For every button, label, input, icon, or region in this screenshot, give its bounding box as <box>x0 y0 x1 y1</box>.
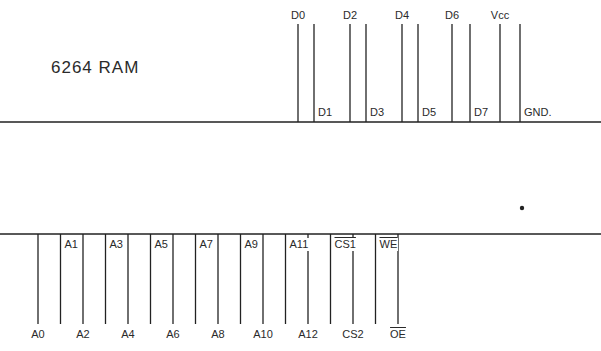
pin-name: D5 <box>421 106 437 119</box>
pin-name: A5 <box>154 238 169 251</box>
pin-name: A7 <box>199 238 214 251</box>
pin-line <box>285 234 286 324</box>
pin-line <box>240 234 241 324</box>
pin-line <box>365 24 366 122</box>
pin-name: D2 <box>342 9 358 22</box>
pin-name: D3 <box>369 106 385 119</box>
pin-line <box>60 234 61 324</box>
pin-line <box>375 234 376 324</box>
pin-line <box>451 24 452 122</box>
pin-line <box>262 234 263 324</box>
pin-line <box>499 24 500 122</box>
pin-name: D1 <box>317 106 333 119</box>
pin-name: A6 <box>165 328 180 341</box>
pin-name: D7 <box>473 106 489 119</box>
pin-name: D4 <box>394 9 410 22</box>
pin-line <box>349 24 350 122</box>
pin-line <box>37 234 38 324</box>
pin-name: A11 <box>289 238 310 251</box>
pin1-dot <box>520 206 524 210</box>
pin-line <box>469 24 470 122</box>
pin-line <box>217 234 218 324</box>
pin-name: OE <box>389 328 407 341</box>
pin-name: CS2 <box>341 328 364 341</box>
pin-line <box>313 24 314 122</box>
pin-name: Vcc <box>490 9 510 22</box>
chip-body <box>0 122 601 234</box>
pin-line <box>330 234 331 324</box>
pin-line <box>105 234 106 324</box>
pin-lines <box>38 24 520 324</box>
pin-name: D0 <box>290 9 306 22</box>
pin-line <box>401 24 402 122</box>
pin-line <box>297 24 298 122</box>
pin-line <box>417 24 418 122</box>
pin-name: GND. <box>523 106 553 119</box>
pin-name: A10 <box>252 328 274 341</box>
pin-name: A12 <box>297 328 319 341</box>
pin-name: A8 <box>210 328 225 341</box>
pin-name: CS1 <box>334 238 357 251</box>
pin-name: A4 <box>120 328 135 341</box>
pin-line <box>519 24 520 122</box>
pin-name: D6 <box>444 9 460 22</box>
pin-line <box>150 234 151 324</box>
pin-line <box>127 234 128 324</box>
pin-line <box>172 234 173 324</box>
pin-name: A0 <box>30 328 45 341</box>
pin-name: A3 <box>109 238 124 251</box>
pin-name: A1 <box>64 238 79 251</box>
pin-line <box>195 234 196 324</box>
pin-name: A9 <box>244 238 259 251</box>
pin-name: A2 <box>75 328 90 341</box>
chip-title: 6264 RAM <box>50 58 140 78</box>
pin-line <box>82 234 83 324</box>
pin-name: WE <box>379 238 399 251</box>
